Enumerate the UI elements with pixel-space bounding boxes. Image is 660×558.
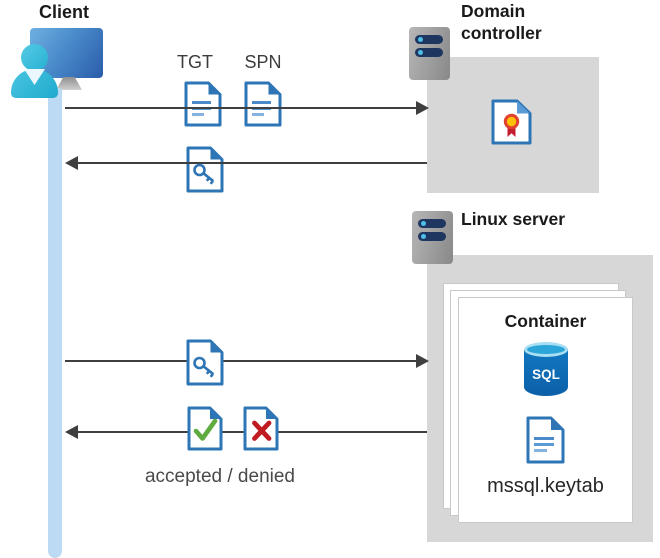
arrowhead-left-icon xyxy=(65,425,78,439)
key-ticket-document-icon xyxy=(186,146,224,193)
certificate-document-icon xyxy=(491,99,532,145)
client-title: Client xyxy=(38,2,89,22)
server-drive-slot xyxy=(415,48,443,57)
arrowhead-right-icon xyxy=(416,354,429,368)
arrowhead-left-icon xyxy=(65,156,78,170)
server-drive-slot xyxy=(418,232,446,241)
spn-document-icon xyxy=(244,81,282,127)
arrow-client-to-linux xyxy=(65,360,417,362)
server-drive-slot xyxy=(415,35,443,44)
container-title: Container xyxy=(504,311,587,331)
domain-controller-title: Domain controller xyxy=(461,1,542,43)
domain-controller-server-icon xyxy=(409,27,450,80)
arrow-client-to-dc xyxy=(65,107,417,109)
sql-label: SQL xyxy=(532,367,560,382)
person-collar xyxy=(24,69,45,85)
denied-document-icon xyxy=(243,406,279,451)
linux-server-icon xyxy=(412,211,453,264)
person-body xyxy=(11,69,58,98)
tgt-document-icon xyxy=(184,81,222,127)
arrow-dc-to-client xyxy=(77,162,427,164)
accepted-denied-caption: accepted / denied xyxy=(144,466,295,487)
server-drive-slot xyxy=(418,219,446,228)
tgt-label: TGT xyxy=(177,52,213,72)
sql-cylinder-top xyxy=(524,342,568,357)
key-ticket-document-icon xyxy=(186,339,224,386)
client-lifeline xyxy=(48,88,62,558)
sql-cylinder-top-inner xyxy=(527,345,565,354)
linux-server-title: Linux server xyxy=(461,209,566,229)
keytab-document-icon xyxy=(526,416,565,464)
client-monitor-stand xyxy=(56,77,82,90)
arrowhead-right-icon xyxy=(416,101,429,115)
container-card-front xyxy=(458,297,633,523)
spn-label: SPN xyxy=(244,52,282,72)
accepted-document-icon xyxy=(187,406,223,451)
keytab-filename-label: mssql.keytab xyxy=(487,475,604,497)
person-icon xyxy=(21,44,48,71)
sql-database-icon: SQL xyxy=(524,342,568,397)
